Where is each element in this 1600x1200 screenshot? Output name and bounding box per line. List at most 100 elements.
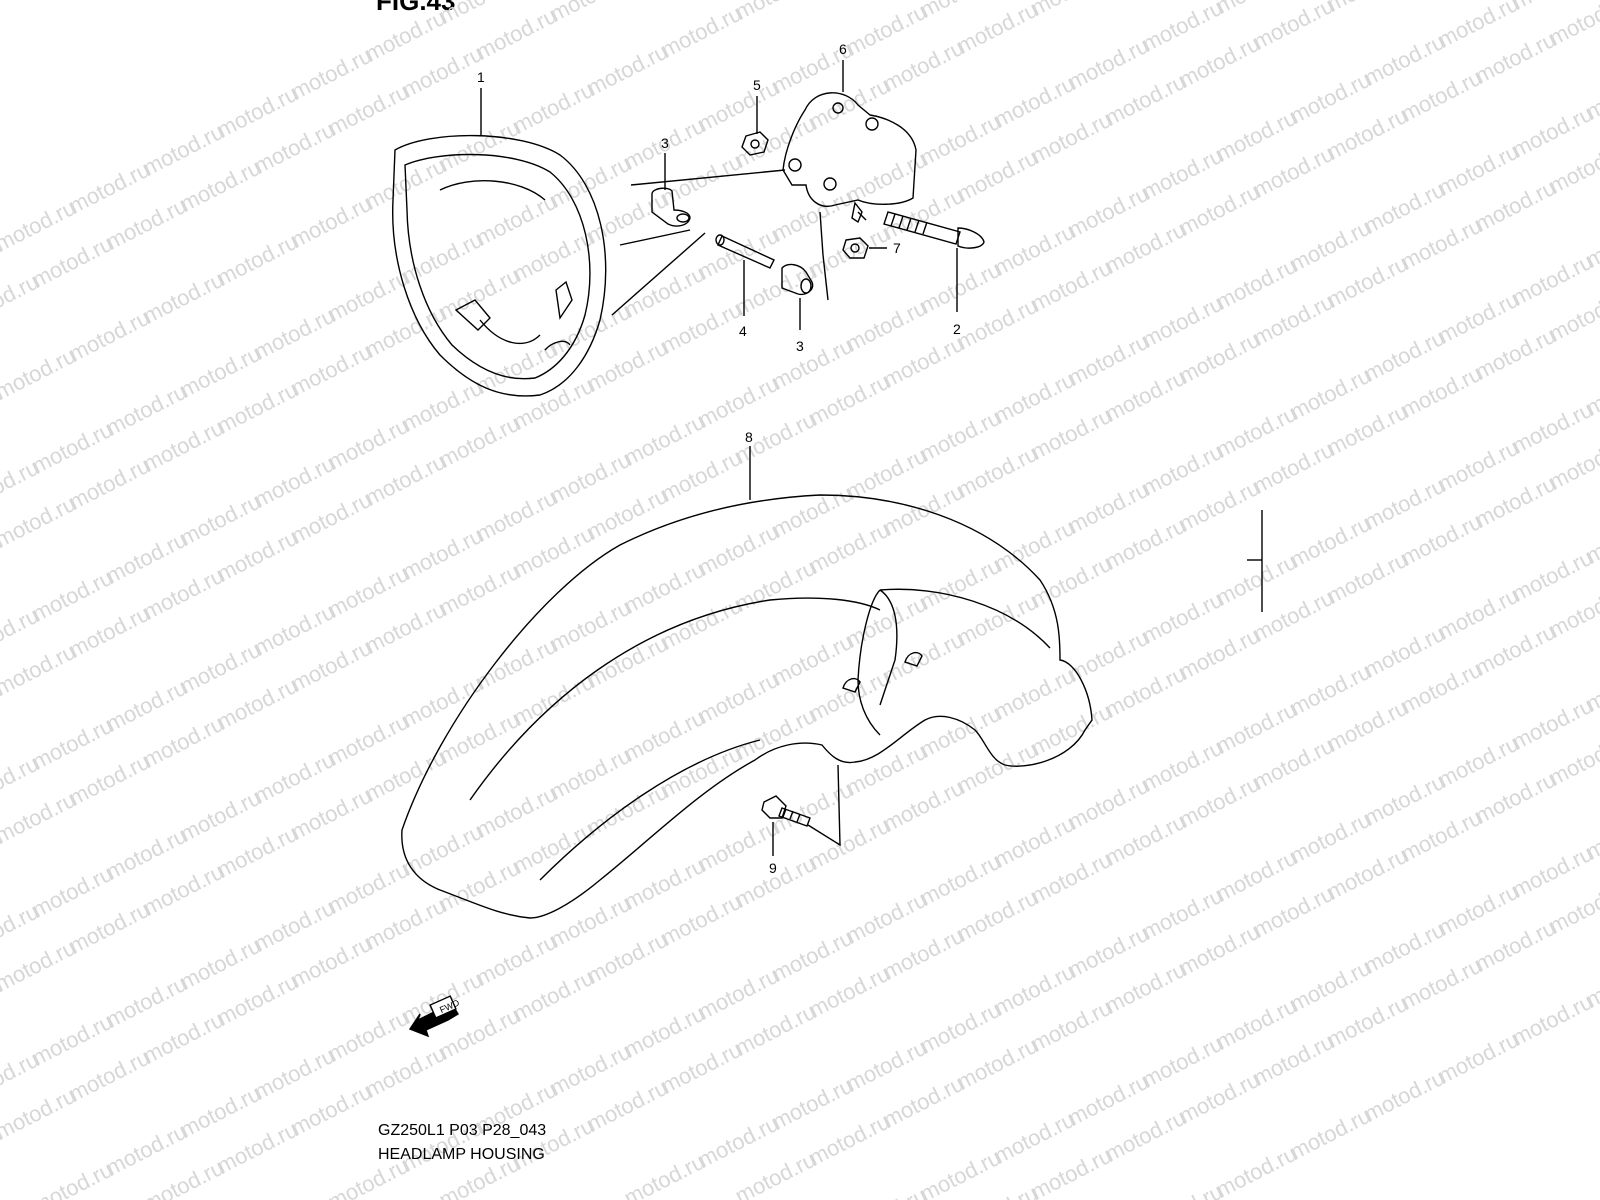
watermark-text: motod.ru bbox=[287, 635, 376, 697]
watermark-text: motod.ru bbox=[1508, 397, 1597, 459]
watermark-text: motod.ru bbox=[1360, 917, 1449, 979]
watermark-text: motod.ru bbox=[0, 343, 80, 405]
watermark-text: motod.ru bbox=[287, 931, 376, 993]
watermark-text: motod.ru bbox=[0, 639, 80, 701]
watermark-text: motod.ru bbox=[1545, 729, 1600, 791]
watermark-text: motod.ru bbox=[694, 963, 783, 1025]
watermark-text: motod.ru bbox=[509, 225, 598, 287]
watermark-text: motod.ru bbox=[176, 785, 265, 847]
watermark-text: motod.ru bbox=[1545, 581, 1600, 643]
bolt-part-2 bbox=[883, 211, 985, 249]
watermark-text: motod.ru bbox=[324, 265, 413, 327]
watermark-text: motod.ru bbox=[805, 73, 894, 135]
watermark-text: motod.ru bbox=[1027, 255, 1116, 317]
watermark-text: motod.ru bbox=[509, 373, 598, 435]
watermark-text: motod.ru bbox=[1027, 0, 1116, 20]
watermark-text: motod.ru bbox=[953, 589, 1042, 651]
watermark-text: motod.ru bbox=[1138, 735, 1227, 797]
watermark-text: motod.ru bbox=[472, 781, 561, 843]
watermark-text: motod.ru bbox=[953, 145, 1042, 207]
watermark-text: motod.ru bbox=[1434, 287, 1523, 349]
watermark-text: motod.ru bbox=[546, 891, 635, 953]
watermark-text: motod.ru bbox=[620, 1149, 709, 1200]
callout-5: 5 bbox=[753, 77, 761, 93]
watermark-text: motod.ru bbox=[287, 1079, 376, 1141]
watermark-text: motod.ru bbox=[1064, 625, 1153, 687]
watermark-text: motod.ru bbox=[0, 195, 80, 257]
watermark-text: motod.ru bbox=[1138, 143, 1227, 205]
watermark-text: motod.ru bbox=[287, 43, 376, 105]
watermark-text: motod.ru bbox=[1360, 1065, 1449, 1127]
watermark-text: motod.ru bbox=[1212, 105, 1301, 167]
watermark-text: motod.ru bbox=[1471, 175, 1560, 237]
watermark-text: motod.ru bbox=[139, 563, 228, 625]
watermark-text: motod.ru bbox=[1286, 363, 1375, 425]
watermark-text: motod.ru bbox=[657, 1037, 746, 1099]
watermark-text: motod.ru bbox=[953, 293, 1042, 355]
watermark-text: motod.ru bbox=[398, 375, 487, 437]
watermark-text: motod.ru bbox=[879, 775, 968, 837]
watermark-text: motod.ru bbox=[953, 737, 1042, 799]
watermark-text: motod.ru bbox=[65, 157, 154, 219]
watermark-text: motod.ru bbox=[1027, 847, 1116, 909]
watermark-text: motod.ru bbox=[916, 849, 1005, 911]
watermark-text: motod.ru bbox=[1138, 1031, 1227, 1093]
watermark-text: motod.ru bbox=[1286, 67, 1375, 129]
watermark-text: motod.ru bbox=[546, 595, 635, 657]
watermark-text: motod.ru bbox=[657, 1, 746, 63]
callout-4: 4 bbox=[739, 323, 747, 339]
watermark-text: motod.ru bbox=[250, 451, 339, 513]
watermark-text: motod.ru bbox=[1360, 621, 1449, 683]
watermark-text: motod.ru bbox=[1101, 365, 1190, 427]
watermark-text: motod.ru bbox=[65, 897, 154, 959]
watermark-text: motod.ru bbox=[28, 565, 117, 627]
watermark-text: motod.ru bbox=[1323, 843, 1412, 905]
watermark-text: motod.ru bbox=[139, 415, 228, 477]
watermark-text: motod.ru bbox=[620, 409, 709, 471]
watermark-text: motod.ru bbox=[731, 999, 820, 1061]
watermark-text: motod.ru bbox=[139, 119, 228, 181]
watermark-text: motod.ru bbox=[1434, 139, 1523, 201]
watermark-text: motod.ru bbox=[620, 705, 709, 767]
watermark-text: motod.ru bbox=[583, 1075, 672, 1137]
watermark-text: motod.ru bbox=[879, 627, 968, 689]
watermark-text: motod.ru bbox=[731, 0, 820, 24]
watermark-text: motod.ru bbox=[213, 525, 302, 587]
watermark-text: motod.ru bbox=[472, 3, 561, 65]
watermark-text: motod.ru bbox=[694, 1111, 783, 1173]
watermark-text: motod.ru bbox=[102, 823, 191, 885]
watermark-text: motod.ru bbox=[1138, 883, 1227, 945]
watermark-text: motod.ru bbox=[287, 339, 376, 401]
watermark-text: motod.ru bbox=[176, 1081, 265, 1143]
watermark-text: motod.ru bbox=[657, 149, 746, 211]
watermark-text: motod.ru bbox=[620, 1001, 709, 1063]
watermark-text: motod.ru bbox=[1212, 401, 1301, 463]
watermark-text: motod.ru bbox=[324, 857, 413, 919]
watermark-text: motod.ru bbox=[1545, 877, 1600, 939]
watermark-text: motod.ru bbox=[1360, 769, 1449, 831]
watermark-text: motod.ru bbox=[1471, 915, 1560, 977]
watermark-text: motod.ru bbox=[472, 189, 561, 251]
nut-part-7 bbox=[842, 237, 869, 259]
watermark-text: motod.ru bbox=[842, 443, 931, 505]
watermark-text: motod.ru bbox=[324, 709, 413, 771]
watermark-text: motod.ru bbox=[1212, 993, 1301, 1055]
watermark-text: motod.ru bbox=[990, 663, 1079, 725]
watermark-text: motod.ru bbox=[583, 335, 672, 397]
watermark-text: motod.ru bbox=[916, 1145, 1005, 1200]
watermark-text: motod.ru bbox=[546, 0, 635, 26]
watermark-text: motod.ru bbox=[546, 1039, 635, 1101]
watermark-text: motod.ru bbox=[916, 257, 1005, 319]
watermark-text: motod.ru bbox=[583, 927, 672, 989]
watermark-text: motod.ru bbox=[398, 523, 487, 585]
watermark-text: motod.ru bbox=[435, 263, 524, 325]
watermark-text: motod.ru bbox=[1397, 805, 1486, 867]
watermark-text: motod.ru bbox=[1249, 289, 1338, 351]
watermark-text: motod.ru bbox=[1508, 545, 1597, 607]
watermark-text: motod.ru bbox=[1360, 473, 1449, 535]
watermark-text: motod.ru bbox=[1323, 991, 1412, 1053]
watermark-text: motod.ru bbox=[805, 517, 894, 579]
watermark-text: motod.ru bbox=[213, 821, 302, 883]
